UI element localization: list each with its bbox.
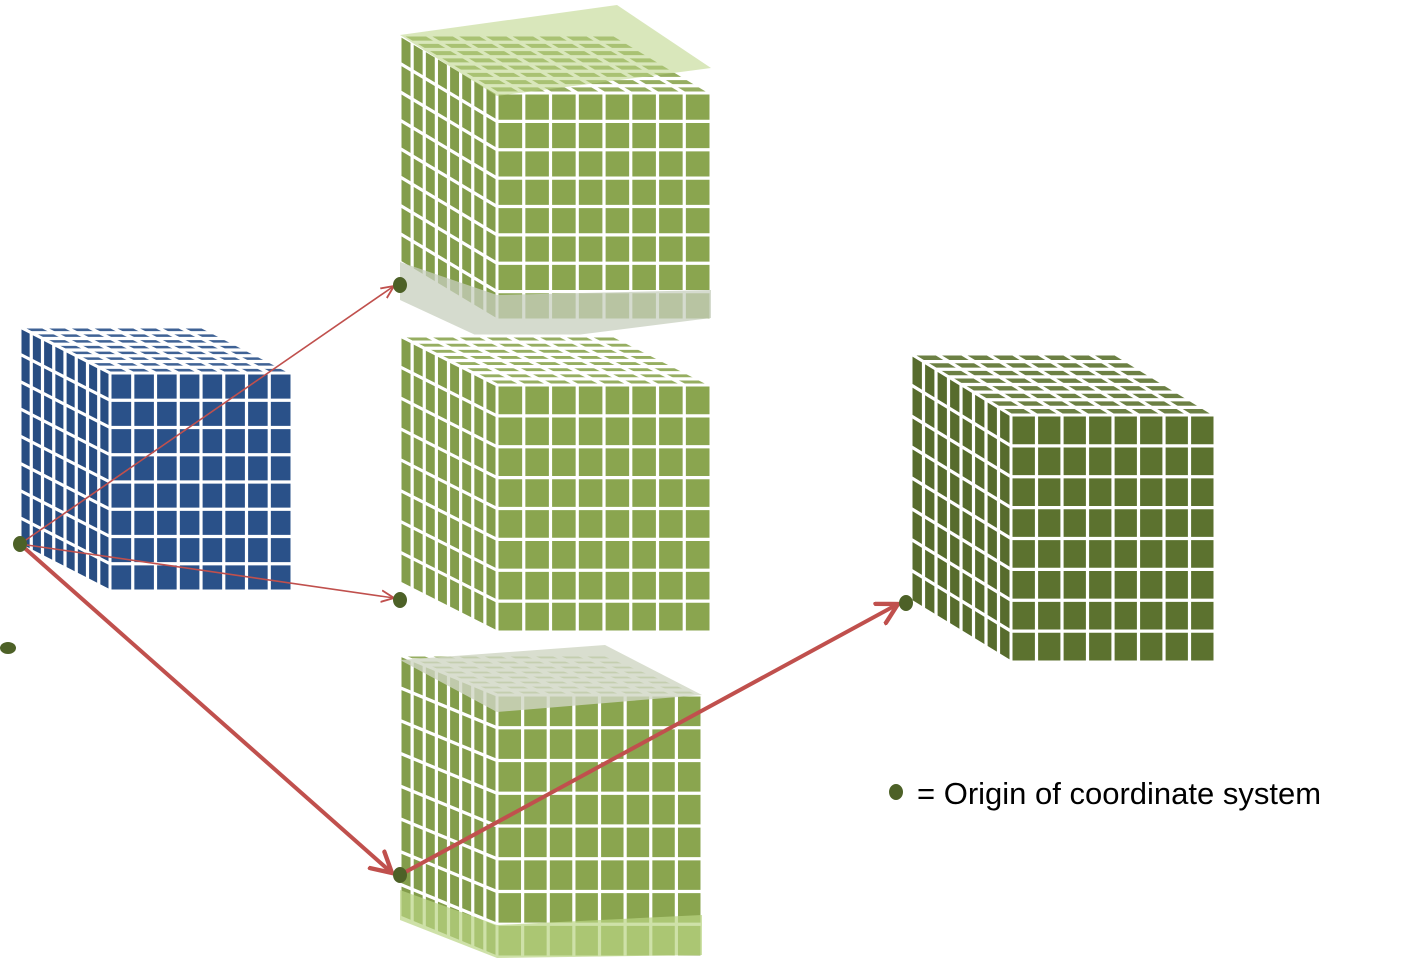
legend-origin-marker	[889, 784, 903, 800]
cube-source-blue	[18, 324, 294, 594]
green-top-grid-line	[399, 203, 498, 265]
origins-layer	[0, 277, 913, 883]
origin-marker-global	[0, 642, 16, 654]
result-dark-green-grid-line	[910, 476, 1012, 540]
source-blue-grid-line	[19, 461, 111, 511]
cube-green-middle	[398, 333, 713, 635]
arrow-source-blue-to-green-top	[19, 286, 394, 545]
green-top-grid-line	[399, 175, 498, 237]
origin-marker-result-dark-green	[899, 595, 913, 611]
cube-green-top	[394, 5, 717, 345]
cube-result-dark-green	[905, 351, 1221, 665]
green-bottom-grid-line	[399, 882, 498, 926]
result-dark-green-grid-line	[910, 537, 1012, 602]
green-bottom-ghost-band	[400, 645, 702, 712]
legend-text: = Origin of coordinate system	[917, 776, 1321, 811]
cube-green-bottom	[398, 645, 704, 960]
result-dark-green-grid-line	[1088, 352, 1191, 417]
green-top-ghost-band	[400, 262, 711, 345]
arrows-layer	[18, 286, 898, 877]
source-blue-grid-line	[19, 516, 111, 566]
result-dark-green-grid-line	[910, 507, 1012, 571]
green-bottom-overlap-band	[400, 890, 702, 958]
green-bottom-grid-line	[399, 784, 498, 828]
green-middle-grid-line	[399, 488, 498, 541]
result-dark-green-grid-line	[1063, 352, 1165, 417]
source-blue-grid-line	[155, 325, 248, 375]
green-middle-grid-line	[399, 519, 498, 572]
green-top-overlap-band	[400, 5, 711, 96]
source-blue-grid-line	[178, 325, 270, 375]
cubes-layer	[18, 5, 1221, 960]
result-dark-green-grid-line	[1037, 352, 1140, 417]
legend: = Origin of coordinate system	[889, 776, 1321, 811]
source-blue-grid-line	[19, 434, 111, 484]
green-top-grid-line	[399, 147, 498, 208]
source-blue-grid-line	[133, 325, 225, 375]
green-bottom-grid-line	[399, 817, 498, 861]
green-middle-grid-line	[399, 550, 498, 603]
arrow-green-bottom-to-result-dark-green	[399, 604, 898, 877]
origin-marker-source-blue	[13, 536, 27, 552]
green-middle-grid-line	[399, 458, 498, 510]
green-middle-grid-line	[586, 334, 685, 387]
green-top-grid-line	[399, 232, 498, 293]
origin-marker-green-bottom	[393, 867, 407, 883]
result-dark-green-grid-line	[910, 568, 1012, 633]
green-bottom-grid-line	[399, 850, 498, 893]
arrow-source-blue-to-green-bottom	[18, 542, 392, 873]
arrow-source-blue-to-green-middle	[19, 543, 394, 598]
green-middle-grid-line	[559, 334, 659, 387]
green-middle-grid-line	[533, 334, 632, 387]
origin-marker-green-middle	[393, 592, 407, 608]
origin-marker-green-top	[393, 277, 407, 293]
